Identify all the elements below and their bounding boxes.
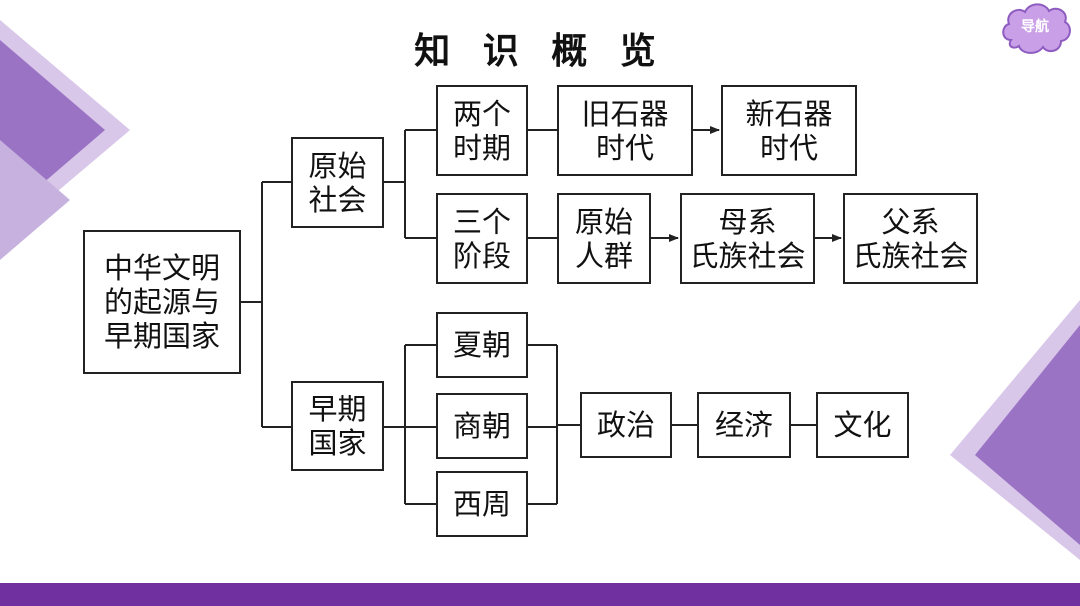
patriarchal-clan-box: 父系 氏族社会: [843, 193, 978, 284]
nav-cloud-icon[interactable]: [999, 0, 1071, 58]
matriarchal-clan-box: 母系 氏族社会: [680, 193, 815, 284]
new-stone-age-box: 新石器 时代: [721, 85, 857, 176]
culture-box: 文化: [816, 392, 909, 458]
page-title: 知 识 概 览: [414, 31, 666, 72]
primitive-group-box: 原始 人群: [557, 193, 651, 284]
root-box: 中华文明 的起源与 早期国家: [83, 230, 241, 374]
xia-dynasty-box: 夏朝: [436, 312, 528, 378]
two-periods-box: 两个 时期: [436, 85, 528, 176]
old-stone-age-box: 旧石器 时代: [557, 85, 693, 176]
early-state-box: 早期 国家: [291, 381, 384, 471]
shang-dynasty-box: 商朝: [436, 393, 528, 459]
economy-box: 经济: [697, 392, 791, 458]
western-zhou-box: 西周: [436, 471, 528, 537]
bottom-bar: [0, 583, 1080, 606]
politics-box: 政治: [580, 392, 672, 458]
primitive-society-box: 原始 社会: [291, 137, 384, 228]
three-stages-box: 三个 阶段: [436, 193, 528, 284]
